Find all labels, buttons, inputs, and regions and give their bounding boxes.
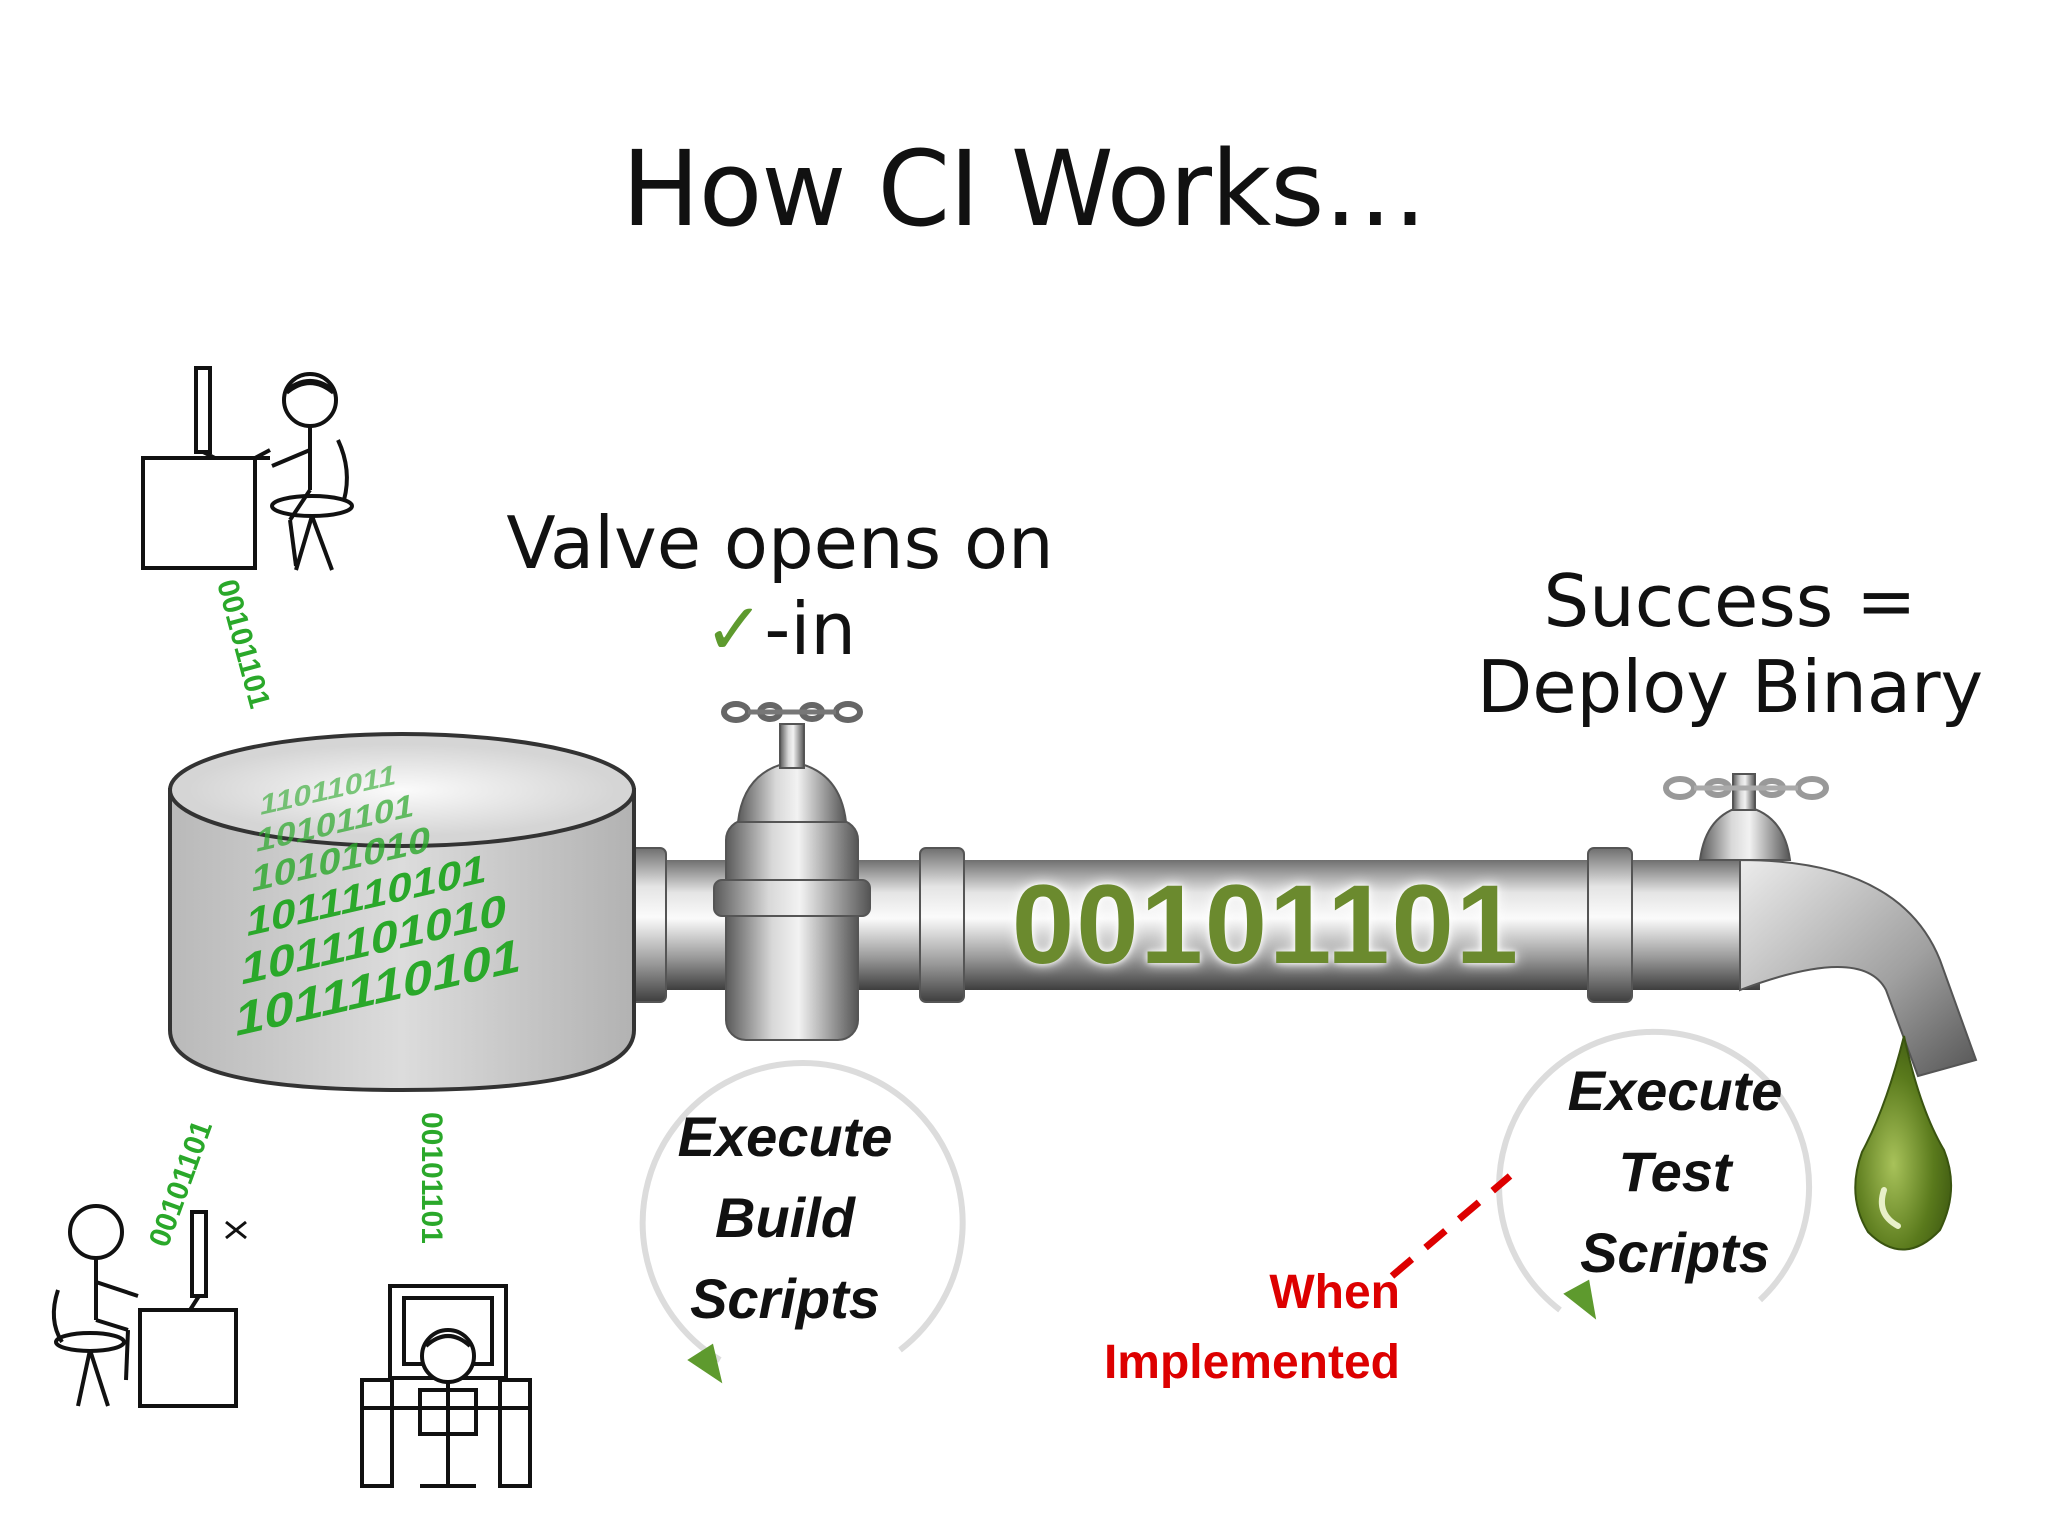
developer-right-icon — [360, 1284, 532, 1488]
test-step-label: Execute Test Scripts — [1530, 1050, 1820, 1294]
build-flow-arrow-icon — [639, 1060, 966, 1384]
valve-caption: Valve opens on ✓-in — [470, 500, 1090, 673]
test-step-line1: Execute — [1567, 1059, 1783, 1122]
build-step-line1: Execute — [677, 1105, 893, 1168]
faucet-icon — [1660, 773, 1978, 1078]
developer-left-icon — [51, 1204, 247, 1408]
success-caption-line2: Deploy Binary — [1476, 645, 1984, 730]
check-icon: ✓ — [704, 587, 765, 672]
test-flow-arrow-icon — [1496, 1028, 1813, 1320]
note-connector — [1389, 1173, 1513, 1279]
repository-cylinder-icon — [168, 732, 636, 1093]
test-note: When Implemented — [1040, 1258, 1400, 1397]
valve-caption-line2: ✓-in — [470, 586, 1090, 672]
pipe-binary-label: 00101101 — [1011, 862, 1521, 987]
valve-icon — [713, 701, 871, 1041]
test-step-line2: Test — [1618, 1140, 1732, 1204]
test-note-line2: Implemented — [1103, 1335, 1400, 1389]
commit-bits-right: 00101101 — [415, 1112, 448, 1244]
test-step-line3: Scripts — [1580, 1221, 1770, 1285]
water-drop-icon — [1854, 1035, 1953, 1251]
valve-caption-line1: Valve opens on — [506, 501, 1054, 585]
build-step-line2: Build — [715, 1186, 855, 1250]
valve-caption-suffix: -in — [764, 587, 856, 672]
test-note-line1: When — [1269, 1266, 1400, 1319]
slide-title: How CI Works… — [621, 128, 1428, 250]
developer-top-icon — [141, 366, 354, 571]
build-step-label: Execute Build Scripts — [640, 1096, 930, 1340]
success-caption: Success = Deploy Binary — [1440, 558, 2020, 731]
build-step-line3: Scripts — [690, 1267, 880, 1331]
success-caption-line1: Success = — [1543, 559, 1917, 643]
